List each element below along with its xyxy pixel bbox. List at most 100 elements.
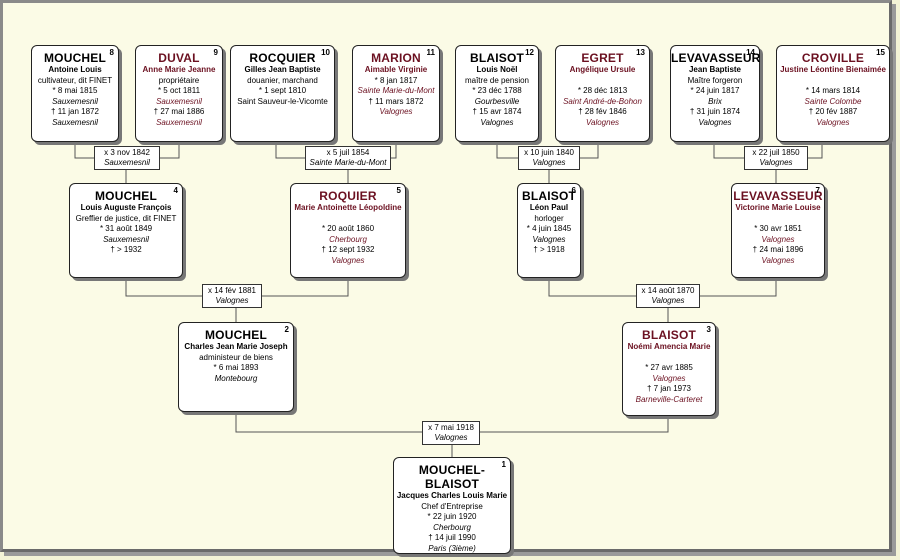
- birth: * 31 août 1849: [99, 224, 153, 233]
- spacer: [732, 214, 824, 225]
- birth-place: Sauxemesnil: [103, 234, 149, 244]
- birth: * 8 jan 1817: [374, 75, 418, 85]
- marriage-label: x 14 août 1870 Valognes: [636, 284, 700, 308]
- person-box-4[interactable]: 4 MOUCHEL Louis Auguste François Greffie…: [69, 183, 183, 278]
- given-names: Justine Léontine Bienaimée: [780, 65, 886, 74]
- marriage-label: x 14 fév 1881 Valognes: [202, 284, 262, 308]
- death-place: Sauxemesnil: [156, 117, 202, 127]
- birth-place: Sainte Colombe: [804, 96, 862, 106]
- given-names: Gilles Jean Baptiste: [244, 65, 321, 74]
- person-box-14[interactable]: 14 LEVAVASSEUR Jean Baptiste Maître forg…: [670, 45, 760, 142]
- given-names: Noémi Amencia Marie: [627, 342, 711, 351]
- marriage-date: x 7 mai 1918: [428, 423, 474, 432]
- given-names: Charles Jean Marie Joseph: [184, 342, 288, 351]
- occupation: propriétaire: [158, 75, 200, 85]
- surname: ROQUIER: [319, 189, 377, 203]
- birth: * 20 août 1860: [321, 224, 375, 233]
- surname: BLAISOT: [641, 328, 697, 342]
- marriage-date: x 3 nov 1842: [104, 148, 150, 157]
- death: † > 1918: [533, 245, 565, 254]
- marriage-place: Valognes: [215, 296, 249, 305]
- surname: EGRET: [581, 51, 624, 65]
- spacer: [623, 353, 715, 364]
- marriage-date: x 5 juil 1854: [326, 148, 370, 157]
- birth: * 1 sept 1810: [258, 86, 307, 95]
- spacer: [291, 214, 405, 225]
- person-number: 14: [746, 48, 755, 57]
- person-number: 4: [173, 186, 178, 195]
- person-number: 15: [876, 48, 885, 57]
- birth: * 22 juin 1920: [427, 512, 477, 521]
- birth-place: Valognes: [532, 234, 566, 244]
- marriage-date: x 22 juil 1850: [752, 148, 800, 157]
- person-box-12[interactable]: 12 BLAISOT Louis Noël maître de pension …: [455, 45, 539, 142]
- death: † 28 fév 1846: [578, 107, 627, 116]
- person-box-3[interactable]: 3 BLAISOT Noémi Amencia Marie * 27 avr 1…: [622, 322, 716, 416]
- person-box-11[interactable]: 11 MARION Aimable Virginie * 8 jan 1817 …: [352, 45, 440, 142]
- marriage-place: Valognes: [651, 296, 685, 305]
- birth-place: Saint André-de-Bohon: [563, 96, 642, 106]
- marriage-label: x 22 juil 1850 Valognes: [744, 146, 808, 170]
- given-names: Marie Antoinette Léopoldine: [294, 203, 402, 212]
- marriage-date: x 14 août 1870: [641, 286, 695, 295]
- marriage-place: Valognes: [434, 433, 468, 442]
- birth-place: Montebourg: [214, 373, 258, 383]
- birth: * 14 mars 1814: [805, 86, 861, 95]
- death-place: Valognes: [816, 117, 850, 127]
- spacer: [556, 76, 649, 87]
- person-box-5[interactable]: 5 ROQUIER Marie Antoinette Léopoldine * …: [290, 183, 406, 278]
- birth: * 27 avr 1885: [645, 363, 693, 372]
- person-box-9[interactable]: 9 DUVAL Anne Marie Jeanne propriétaire *…: [135, 45, 223, 142]
- death: † 31 juin 1874: [689, 107, 741, 116]
- occupation: Greffier de justice, dit FINET: [75, 213, 177, 223]
- person-number: 6: [571, 186, 576, 195]
- birth-place: Sainte Marie-du-Mont: [357, 86, 435, 95]
- person-box-10[interactable]: 10 ROCQUIER Gilles Jean Baptiste douanie…: [230, 45, 335, 142]
- given-names: Louis Noël: [476, 65, 518, 74]
- birth-place: Saint Sauveur-le-Vicomte: [237, 96, 328, 106]
- marriage-label: x 5 juil 1854 Sainte Marie-du-Mont: [305, 146, 391, 170]
- given-names: Louis Auguste François: [80, 203, 172, 212]
- surname: MOUCHEL-BLAISOT: [418, 463, 486, 491]
- given-names: Jacques Charles Louis Marie: [396, 491, 508, 500]
- death: † 24 mai 1896: [752, 245, 804, 254]
- birth: * 6 mai 1893: [213, 363, 259, 372]
- person-box-8[interactable]: 8 MOUCHEL Antoine Louis cultivateur, dit…: [31, 45, 119, 142]
- person-box-2[interactable]: 2 MOUCHEL Charles Jean Marie Joseph admi…: [178, 322, 294, 412]
- given-names: Victorine Marie Louise: [735, 203, 821, 212]
- person-number: 13: [636, 48, 645, 57]
- given-names: Aimable Virginie: [364, 65, 428, 74]
- death-place: Valognes: [698, 117, 732, 127]
- person-number: 11: [426, 48, 435, 57]
- death: † 14 juil 1990: [428, 533, 476, 542]
- person-number: 9: [213, 48, 218, 57]
- person-box-13[interactable]: 13 EGRET Angélique Ursule * 28 déc 1813 …: [555, 45, 650, 142]
- person-box-6[interactable]: 6 BLAISOT Léon Paul horloger * 4 juin 18…: [517, 183, 581, 278]
- death: † 12 sept 1932: [321, 245, 375, 254]
- person-box-7[interactable]: 7 LEVAVASSEUR Victorine Marie Louise * 3…: [731, 183, 825, 278]
- death: † 7 jan 1973: [646, 384, 692, 393]
- death: † 20 fév 1887: [808, 107, 858, 116]
- occupation: Maître forgeron: [687, 75, 743, 85]
- surname: MOUCHEL: [94, 189, 158, 203]
- surname: MARION: [371, 51, 421, 65]
- person-number: 1: [501, 460, 506, 469]
- occupation: Chef d'Entreprise: [421, 501, 483, 511]
- occupation: horloger: [534, 213, 564, 223]
- surname: MOUCHEL: [43, 51, 107, 65]
- birth: * 30 avr 1851: [754, 224, 802, 233]
- marriage-place: Valognes: [759, 158, 793, 167]
- birth: * 23 déc 1788: [472, 86, 522, 95]
- given-names: Anne Marie Jeanne: [142, 65, 216, 74]
- occupation: cultivateur, dit FINET: [37, 75, 113, 85]
- birth-place: Brix: [708, 96, 722, 106]
- surname: CROVILLE: [801, 51, 865, 65]
- birth: * 28 déc 1813: [577, 86, 628, 95]
- person-box-1[interactable]: 1 MOUCHEL-BLAISOT Jacques Charles Louis …: [393, 457, 511, 554]
- birth-place: Gourbesville: [474, 96, 520, 106]
- surname: ROCQUIER: [249, 51, 316, 65]
- occupation: administeur de biens: [199, 352, 273, 362]
- person-box-15[interactable]: 15 CROVILLE Justine Léontine Bienaimée *…: [776, 45, 890, 142]
- given-names: Antoine Louis: [48, 65, 102, 74]
- death-place: Sauxemesnil: [52, 117, 98, 127]
